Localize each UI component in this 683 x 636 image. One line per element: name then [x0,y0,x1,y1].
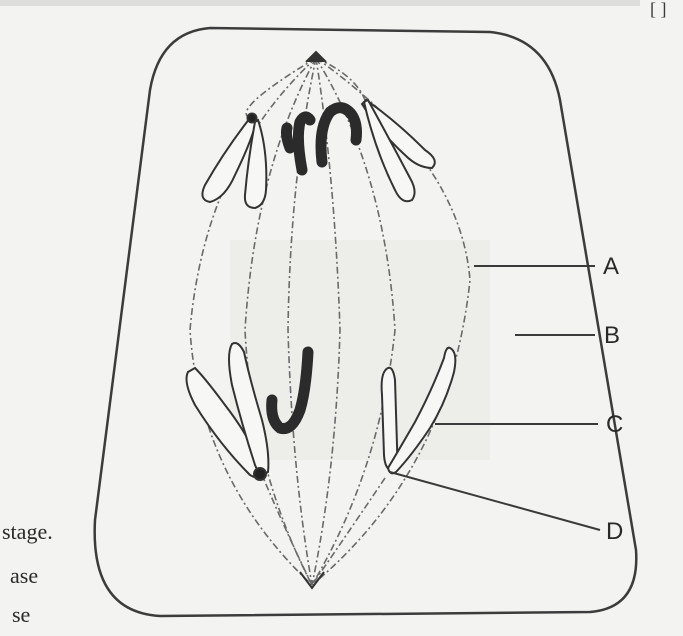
marks-bracket: [ ] [650,0,667,18]
label-a: A [603,255,619,279]
label-d: D [606,520,623,544]
cropped-text-line-3: se [12,604,30,626]
cropped-text-line-2: ase [10,565,38,587]
cropped-text-line-1: stage. [2,521,53,543]
label-c: C [606,413,623,437]
label-b: B [604,324,620,348]
